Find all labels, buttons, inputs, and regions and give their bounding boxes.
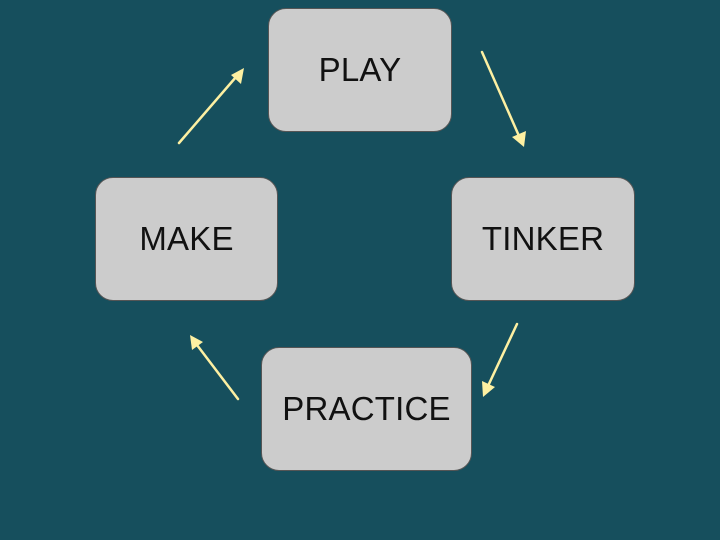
tinker-label: TINKER <box>481 220 605 257</box>
play-node: PLAY <box>268 8 452 132</box>
play-label: PLAY <box>318 51 402 88</box>
practice-label: PRACTICE <box>282 390 451 427</box>
arrow-practice-to-make <box>190 335 240 401</box>
arrow-play-to-tinker <box>480 50 526 147</box>
make-node: MAKE <box>95 177 278 301</box>
make-label: MAKE <box>139 220 234 257</box>
arrow-tinker-to-practice <box>482 322 519 397</box>
practice-node: PRACTICE <box>261 347 472 471</box>
arrow-make-to-play <box>177 68 244 145</box>
tinker-node: TINKER <box>451 177 635 301</box>
